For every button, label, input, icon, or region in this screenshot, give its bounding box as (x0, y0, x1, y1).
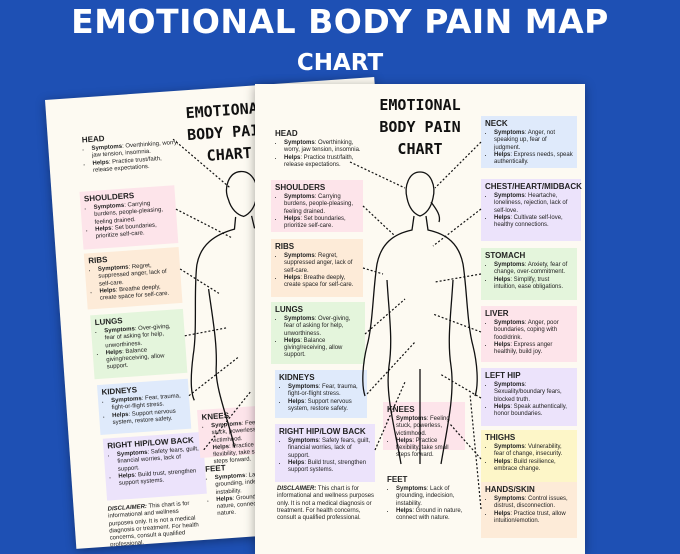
helps-item: Helps: Express anger healthily, build jo… (494, 342, 573, 357)
symptoms-item: Symptoms: Anger, poor boundaries, coping… (494, 320, 573, 342)
symptoms-item: Symptoms: Feeling stuck, powerless, vict… (396, 416, 461, 438)
section-title: KIDNEYS (279, 373, 315, 382)
symptoms-item: Symptoms: Heartache, loneliness, rejecti… (494, 193, 577, 215)
poster-title-line: BODY PAIN (379, 118, 461, 136)
page-subtitle: CHART (296, 50, 384, 76)
section-neck: NECK Symptoms: Anger, not speaking up, f… (481, 116, 577, 168)
poster-title-line: EMOTIONAL (379, 96, 461, 114)
helps-item: Helps: Practice trust/faith, release exp… (284, 155, 367, 170)
helps-item: Helps: Build trust, strengthen support s… (288, 460, 371, 475)
symptoms-item: Symptoms: Vulnerability, fear of change,… (494, 444, 573, 459)
symptoms-item: Symptoms: Over-giving, fear of asking fo… (284, 316, 361, 338)
section-left-hip: LEFT HIP Symptoms: Sexuality/boundary fe… (481, 368, 577, 426)
disclaimer: DISCLAIMER: This chart is for informatio… (277, 486, 375, 522)
helps-item: Helps: Breathe deeply, create space for … (284, 275, 359, 290)
section-title: HEAD (275, 129, 298, 138)
section-title: CHEST/HEART/MIDBACK (485, 182, 582, 191)
section-right-hip: RIGHT HIP/LOW BACK Symptoms: Safety fear… (275, 424, 375, 482)
section-thighs: THIGHS Symptoms: Vulnerability, fear of … (481, 430, 577, 488)
section-shoulders: SHOULDERS Symptoms: Carrying burdens, pe… (271, 180, 363, 232)
page-title: EMOTIONAL BODY PAIN MAP (71, 2, 609, 41)
helps-item: Helps: Support nervous system, restore s… (288, 399, 363, 414)
helps-item: Helps: Practice trust, allow intuition/e… (494, 511, 573, 526)
poster-title: EMOTIONAL BODY PAIN CHART (360, 94, 480, 160)
poster-front: EMOTIONAL BODY PAIN CHART HEAD Symptoms:… (255, 84, 585, 554)
symptoms-item: Symptoms: Fear, trauma, fight-or-flight … (288, 384, 363, 399)
helps-item: Helps: Cultivate self-love, healthy conn… (494, 215, 577, 230)
section-title: LIVER (485, 309, 509, 318)
body-outline-front (349, 141, 482, 510)
helps-item: Helps: Simplify, trust intuition, ease o… (494, 277, 573, 292)
helps-item: Helps: Build resilience, embrace change. (494, 459, 573, 474)
section-head: HEAD Symptoms: Overthinking, worry, jaw … (271, 126, 371, 172)
section-chest: CHEST/HEART/MIDBACK Symptoms: Heartache,… (481, 179, 582, 241)
symptoms-item: Symptoms: Regret, suppressed anger, lack… (284, 253, 359, 275)
symptoms-item: Symptoms: Safety fears, guilt, financial… (288, 438, 371, 460)
section-title: STOMACH (485, 251, 526, 260)
helps-item: Helps: Express needs, speak authenticall… (494, 152, 573, 167)
section-title: THIGHS (485, 433, 516, 442)
section-title: NECK (485, 119, 508, 128)
section-title: HANDS/SKIN (485, 485, 535, 494)
section-title: LEFT HIP (485, 371, 521, 380)
symptoms-item: Symptoms: Lack of grounding, indecision,… (396, 486, 469, 508)
helps-item: Helps: Ground in nature, connect with na… (396, 508, 469, 523)
section-hands: HANDS/SKIN Symptoms: Control issues, dis… (481, 482, 577, 538)
symptoms-item: Symptoms: Control issues, distrust, disc… (494, 496, 573, 511)
symptoms-item: Symptoms: Overthinking, worry, jaw tensi… (284, 140, 367, 155)
section-lungs: LUNGS Symptoms: Over-giving, fear of ask… (271, 302, 365, 364)
section-ribs: RIBS Symptoms: Regret, suppressed anger,… (271, 239, 363, 297)
symptoms-item: Symptoms: Carrying burdens, people-pleas… (284, 194, 359, 216)
symptoms-item: Symptoms: Anger, not speaking up, fear o… (494, 130, 573, 152)
symptoms-item: Symptoms: Sexuality/boundary fears, bloc… (494, 382, 573, 404)
symptoms-item: Symptoms: Anxiety, fear of change, over-… (494, 262, 573, 277)
section-stomach: STOMACH Symptoms: Anxiety, fear of chang… (481, 248, 577, 300)
helps-item: Helps: Balance giving/receiving, allow s… (284, 338, 361, 360)
section-title: LUNGS (275, 305, 303, 314)
section-title: FEET (387, 475, 408, 484)
helps-item: Helps: Speak authentically, honor bounda… (494, 404, 573, 419)
section-liver: LIVER Symptoms: Anger, poor boundaries, … (481, 306, 577, 362)
helps-item: Helps: Set boundaries, prioritize self-c… (284, 216, 359, 231)
poster-title-line: CHART (397, 140, 443, 158)
section-feet: FEET Symptoms: Lack of grounding, indeci… (383, 472, 473, 525)
section-title: KNEES (387, 405, 415, 414)
section-title: RIGHT HIP/LOW BACK (279, 427, 366, 436)
section-kidneys: KIDNEYS Symptoms: Fear, trauma, fight-or… (275, 370, 367, 418)
section-title: RIBS (275, 242, 295, 251)
section-title: SHOULDERS (275, 183, 326, 192)
helps-item: Helps: Practice flexibility, take small … (396, 438, 461, 460)
